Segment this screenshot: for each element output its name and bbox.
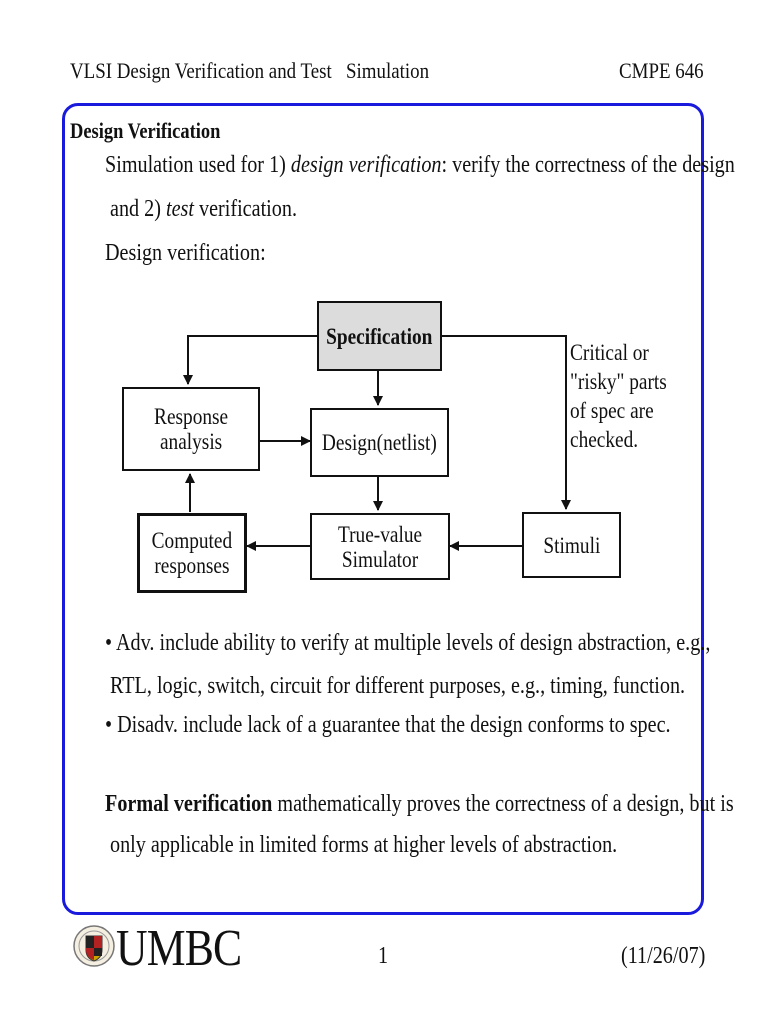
slide-heading: Design Verification [70,118,221,143]
bullet-adv-line-2: RTL, logic, switch, circuit for differen… [110,673,686,699]
true-value-simulator-box: True-value Simulator [310,513,450,580]
slide-date: (11/26/07) [621,943,706,969]
umbc-logo-text: UMBC [116,920,242,977]
intro-line-2: and 2) test verification. [110,196,297,222]
slide-frame [62,103,704,915]
topic-title: Simulation [346,58,430,83]
computed-responses-box: Computed responses [137,513,247,593]
page-number: 1 [378,943,389,969]
stimuli-box: Stimuli [522,512,621,578]
bullet-disadv: • Disadv. include lack of a guarantee th… [105,712,671,738]
arrow-spec-to-response [183,335,317,385]
response-analysis-box: Response analysis [122,387,260,471]
spec-note: Critical or "risky" parts of spec are ch… [570,340,667,452]
design-netlist-box: Design(netlist) [310,408,449,477]
course-code: CMPE 646 [619,58,704,83]
arrow-spec-to-stimuli [442,335,571,510]
course-title: VLSI Design Verification and Test [70,58,332,83]
subheading: Design verification: [105,240,266,266]
specification-box: Specification [317,301,442,371]
umbc-seal-icon [73,925,115,967]
intro-line-1: Simulation used for 1) design verificati… [105,152,735,178]
formal-line-2: only applicable in limited forms at high… [110,832,618,858]
bullet-adv-line-1: • Adv. include ability to verify at mult… [105,630,711,656]
formal-line-1: Formal verification mathematically prove… [105,791,734,817]
